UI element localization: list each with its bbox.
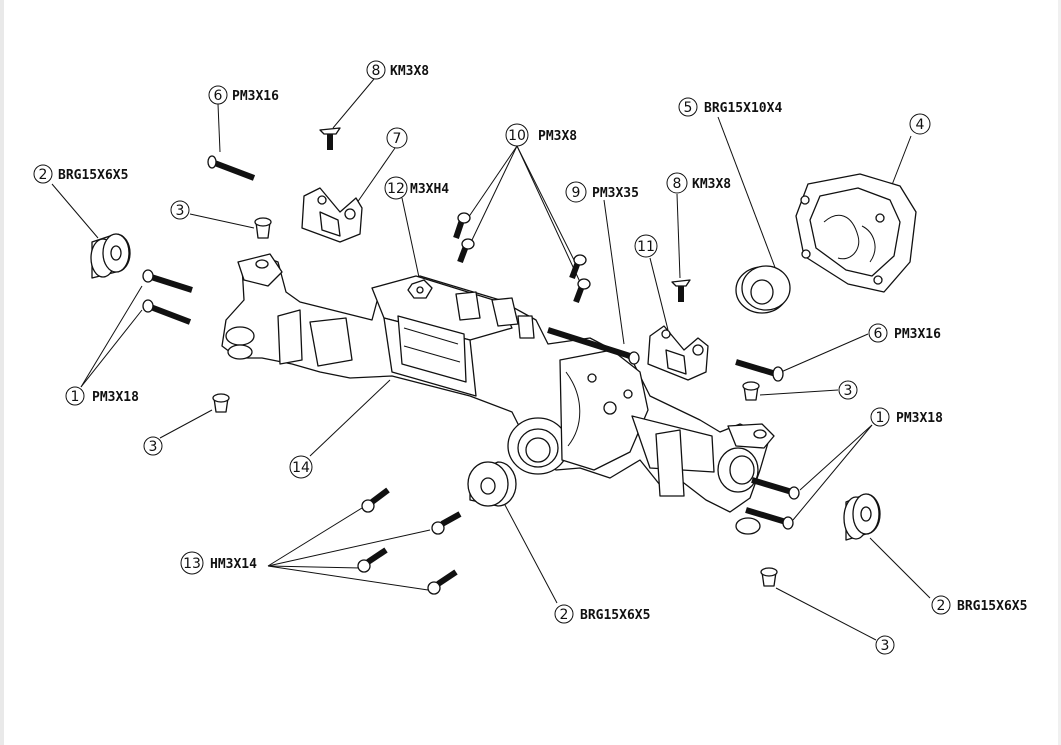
shock-mount-right [647, 325, 709, 381]
svg-text:BRG15X10X4: BRG15X10X4 [704, 101, 782, 116]
svg-text:4: 4 [916, 117, 925, 133]
bearing-large [735, 265, 791, 314]
right-border [1058, 0, 1061, 745]
bearing-left [90, 233, 131, 279]
callout-3-mid-left: 3 [143, 436, 163, 456]
diff-cover [795, 173, 917, 293]
leader-lines [51, 78, 931, 641]
svg-text:7: 7 [393, 131, 402, 147]
svg-text:8: 8 [673, 176, 682, 192]
svg-text:1: 1 [71, 389, 80, 405]
svg-text:14: 14 [292, 460, 310, 476]
svg-text:6: 6 [214, 88, 223, 104]
left-border [0, 0, 4, 745]
svg-text:KM3X8: KM3X8 [692, 177, 731, 192]
svg-text:12: 12 [387, 181, 405, 197]
callout-10: 10 PM3X8 [505, 123, 577, 147]
svg-text:9: 9 [572, 185, 581, 201]
callout-2-left: 2 BRG15X6X5 [33, 164, 128, 184]
svg-text:8: 8 [372, 63, 381, 79]
svg-text:PM3X8: PM3X8 [538, 129, 577, 144]
bushing-right [742, 381, 760, 401]
svg-text:5: 5 [684, 100, 693, 116]
callout-13: 13 HM3X14 [180, 551, 257, 575]
callout-5: 5 BRG15X10X4 [678, 97, 782, 117]
svg-text:2: 2 [560, 607, 569, 623]
callout-2-bottom: 2 BRG15X6X5 [554, 604, 650, 624]
callout-1-right: 1 PM3X18 [870, 407, 943, 427]
svg-text:PM3X35: PM3X35 [592, 186, 639, 201]
axle-housing [221, 253, 775, 535]
svg-text:HM3X14: HM3X14 [210, 557, 257, 572]
svg-text:10: 10 [508, 128, 526, 144]
svg-text:3: 3 [176, 203, 185, 219]
callout-1-left: 1 PM3X18 [65, 386, 139, 406]
svg-text:KM3X8: KM3X8 [390, 64, 429, 79]
svg-text:PM3X18: PM3X18 [92, 390, 139, 405]
bushing-bottom-right [760, 567, 778, 587]
callout-7: 7 [386, 127, 408, 149]
svg-text:13: 13 [183, 556, 201, 572]
svg-text:M3XH4: M3XH4 [410, 182, 449, 197]
svg-text:BRG15X6X5: BRG15X6X5 [58, 168, 128, 183]
bushing-top-left [254, 217, 272, 239]
callout-4: 4 [909, 113, 931, 135]
svg-text:2: 2 [39, 167, 48, 183]
svg-text:2: 2 [937, 598, 946, 614]
svg-text:3: 3 [881, 638, 890, 654]
callout-2-right: 2 BRG15X6X5 [931, 595, 1027, 615]
svg-text:BRG15X6X5: BRG15X6X5 [580, 608, 650, 623]
bushing-mid-left [212, 393, 230, 413]
bearing-center [467, 461, 517, 507]
bushings [212, 217, 778, 587]
callout-6-top-left: 6 PM3X16 [208, 85, 279, 105]
svg-text:PM3X18: PM3X18 [896, 411, 943, 426]
svg-text:BRG15X6X5: BRG15X6X5 [957, 599, 1027, 614]
callout-8-right: 8 KM3X8 [666, 172, 731, 194]
svg-text:1: 1 [876, 410, 885, 426]
callout-11: 11 [634, 234, 658, 258]
screws [142, 127, 800, 595]
svg-text:6: 6 [874, 326, 883, 342]
callouts: 6 PM3X16 8 KM3X8 7 2 BRG15X6X5 3 [33, 60, 1027, 655]
svg-text:PM3X16: PM3X16 [894, 327, 941, 342]
callout-9: 9 PM3X35 [565, 181, 639, 203]
svg-text:PM3X16: PM3X16 [232, 89, 279, 104]
callout-14: 14 [289, 455, 313, 479]
callout-12: 12 M3XH4 [384, 176, 449, 200]
callout-3-bottom-right: 3 [875, 635, 895, 655]
callout-3-right: 3 [838, 380, 858, 400]
bearing-right [843, 493, 881, 541]
callout-8-top: 8 KM3X8 [366, 60, 429, 80]
svg-text:11: 11 [637, 239, 655, 255]
svg-text:3: 3 [149, 439, 158, 455]
callout-3-top-left: 3 [170, 200, 190, 220]
callout-6-right: 6 PM3X16 [868, 323, 941, 343]
svg-text:3: 3 [844, 383, 853, 399]
shock-mount-left [301, 187, 363, 243]
